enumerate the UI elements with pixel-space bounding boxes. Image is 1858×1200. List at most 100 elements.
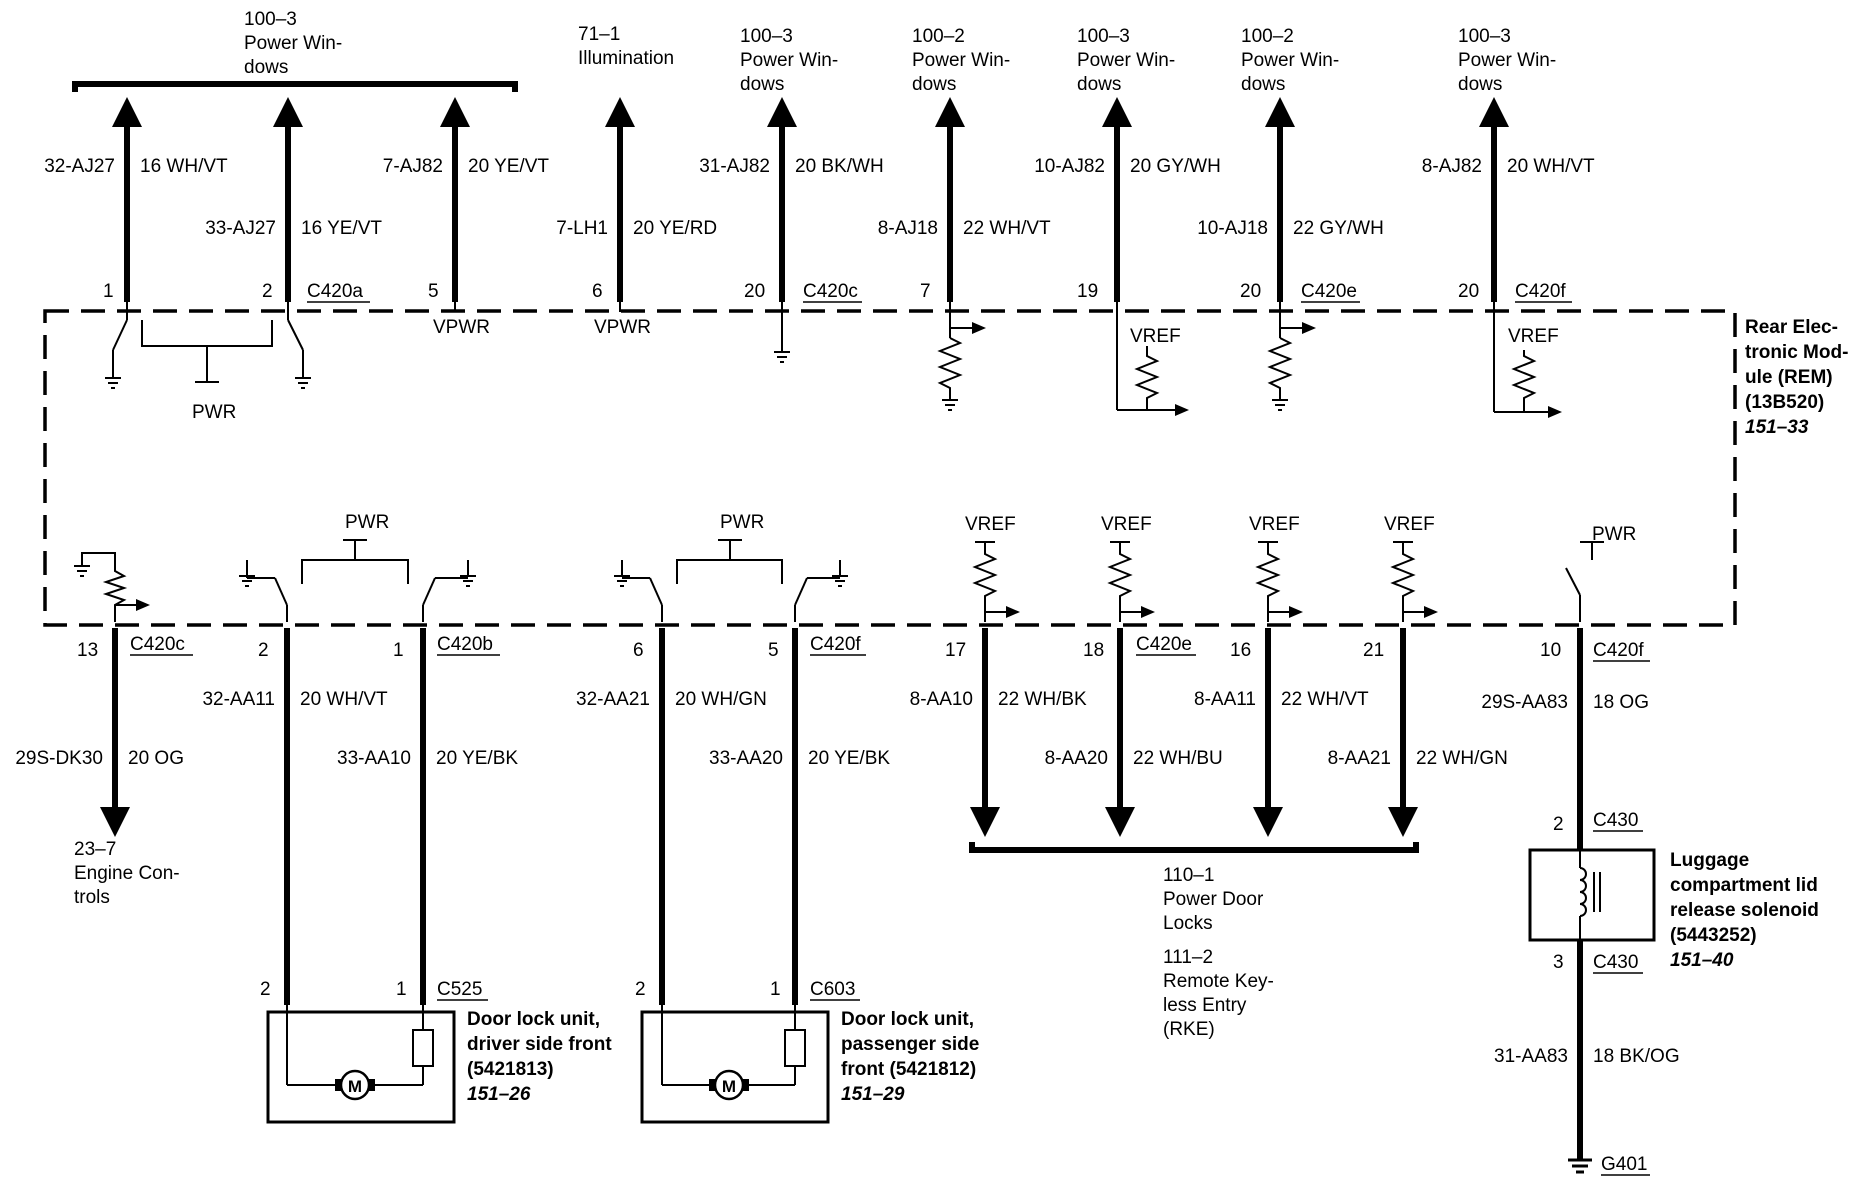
door-locks-destination: 110–1 Power Door Locks 111–2 Remote Key-… <box>1163 865 1274 1040</box>
top-destination-power-windows-2: 100–3 Power Win- dows <box>740 26 838 95</box>
svg-text:C420a: C420a <box>307 281 363 302</box>
top-destination-power-windows-1: 100–3 Power Win- dows <box>244 9 342 78</box>
top-pwr-label: PWR <box>192 402 236 423</box>
top-wire-10-AJ18: 10-AJ18 22 GY/WH 20 C420e <box>1197 97 1384 303</box>
svg-text:100–3: 100–3 <box>740 26 793 47</box>
svg-text:ule (REM): ule (REM) <box>1745 367 1833 388</box>
top-wire-8-AJ18: 8-AJ18 22 WH/VT 7 <box>878 97 1051 302</box>
svg-text:8-AJ82: 8-AJ82 <box>1422 156 1482 177</box>
svg-text:Luggage: Luggage <box>1670 850 1749 871</box>
top-wire-8-AJ82: 8-AJ82 20 WH/VT 20 C420f <box>1422 97 1595 303</box>
svg-text:dows: dows <box>1077 74 1121 95</box>
luggage-release-solenoid-label: Luggage compartment lid release solenoid… <box>1670 850 1819 971</box>
svg-text:20: 20 <box>744 281 765 302</box>
bottom-wire-8-AA10: 17 8-AA10 22 WH/BK <box>910 628 1087 837</box>
svg-text:C420f: C420f <box>1515 281 1566 302</box>
svg-text:20 WH/VT: 20 WH/VT <box>1507 156 1595 177</box>
svg-text:Rear Elec-: Rear Elec- <box>1745 317 1838 338</box>
top-wire-31-AJ82: 31-AJ82 20 BK/WH 20 C420c <box>699 97 884 303</box>
bottom-vref-label-3: VREF <box>1249 514 1300 535</box>
top-internal-circuitry <box>105 302 1562 418</box>
svg-text:2: 2 <box>260 979 271 1000</box>
svg-text:16: 16 <box>1230 640 1251 661</box>
svg-text:22 WH/GN: 22 WH/GN <box>1416 748 1508 769</box>
svg-text:Illumination: Illumination <box>578 48 674 69</box>
svg-text:21: 21 <box>1363 640 1384 661</box>
bottom-vref-label-1: VREF <box>965 514 1016 535</box>
svg-text:7-AJ82: 7-AJ82 <box>383 156 443 177</box>
svg-text:dows: dows <box>1241 74 1285 95</box>
svg-text:8-AA10: 8-AA10 <box>910 689 973 710</box>
bottom-wire-32-AA11: 2 32-AA11 20 WH/VT 2 <box>202 628 388 1005</box>
svg-text:23–7: 23–7 <box>74 839 116 860</box>
svg-text:C420f: C420f <box>1593 640 1644 661</box>
svg-text:compartment lid: compartment lid <box>1670 875 1818 896</box>
svg-text:6: 6 <box>592 281 603 302</box>
svg-text:7-LH1: 7-LH1 <box>556 218 608 239</box>
svg-text:VPWR: VPWR <box>433 317 490 338</box>
driver-door-lock-motor-icon: M <box>335 1069 375 1101</box>
svg-text:20 YE/VT: 20 YE/VT <box>468 156 549 177</box>
svg-text:20: 20 <box>1458 281 1479 302</box>
top-brace-power-windows <box>72 81 518 92</box>
svg-text:3: 3 <box>1553 952 1564 973</box>
door-lock-unit-driver: M <box>266 1005 456 1124</box>
bottom-pwr-label-3: PWR <box>1592 524 1636 545</box>
svg-text:22 WH/BU: 22 WH/BU <box>1133 748 1223 769</box>
svg-text:C430: C430 <box>1593 810 1638 831</box>
svg-text:Door lock unit,: Door lock unit, <box>467 1009 600 1030</box>
svg-text:22 WH/VT: 22 WH/VT <box>963 218 1051 239</box>
svg-text:33-AA10: 33-AA10 <box>337 748 411 769</box>
door-lock-unit-driver-label: Door lock unit, driver side front (54218… <box>467 1009 612 1105</box>
svg-text:8-AA20: 8-AA20 <box>1045 748 1108 769</box>
svg-text:7: 7 <box>920 281 931 302</box>
rem-module-boundary <box>43 309 1737 627</box>
svg-text:33-AJ27: 33-AJ27 <box>205 218 276 239</box>
svg-text:32-AJ27: 32-AJ27 <box>44 156 115 177</box>
ground-g401-icon <box>1568 1158 1592 1174</box>
svg-text:100–3: 100–3 <box>244 9 297 30</box>
svg-text:20 YE/BK: 20 YE/BK <box>808 748 890 769</box>
svg-text:dows: dows <box>244 57 288 78</box>
svg-text:20 WH/VT: 20 WH/VT <box>300 689 388 710</box>
svg-text:C420c: C420c <box>130 634 185 655</box>
svg-text:8-AA21: 8-AA21 <box>1328 748 1391 769</box>
svg-text:17: 17 <box>945 640 966 661</box>
svg-text:20 YE/RD: 20 YE/RD <box>633 218 717 239</box>
svg-text:Power Win-: Power Win- <box>1458 50 1556 71</box>
svg-text:1: 1 <box>770 979 781 1000</box>
bottom-wire-29S-DK30: 13 C420c 29S-DK30 20 OG <box>15 628 193 837</box>
bottom-wire-33-AA20: 5 C420f 33-AA20 20 YE/BK 1 C603 <box>709 628 890 1005</box>
svg-text:151–29: 151–29 <box>841 1084 905 1105</box>
svg-text:20 WH/GN: 20 WH/GN <box>675 689 767 710</box>
svg-text:13: 13 <box>77 640 98 661</box>
svg-text:29S-AA83: 29S-AA83 <box>1481 692 1568 713</box>
svg-text:dows: dows <box>912 74 956 95</box>
svg-text:less Entry: less Entry <box>1163 995 1247 1016</box>
svg-text:29S-DK30: 29S-DK30 <box>15 748 103 769</box>
door-lock-unit-passenger: M <box>640 1005 830 1124</box>
svg-text:M: M <box>722 1077 736 1096</box>
bottom-wire-29S-AA83: 10 C420f 29S-AA83 18 OG 2 C430 <box>1481 628 1650 850</box>
svg-text:dows: dows <box>740 74 784 95</box>
svg-text:tronic Mod-: tronic Mod- <box>1745 342 1848 363</box>
svg-text:Power Win-: Power Win- <box>912 50 1010 71</box>
svg-text:C420e: C420e <box>1301 281 1357 302</box>
svg-text:20 OG: 20 OG <box>128 748 184 769</box>
bottom-pwr-label-1: PWR <box>345 512 389 533</box>
svg-text:2: 2 <box>635 979 646 1000</box>
svg-text:100–3: 100–3 <box>1458 26 1511 47</box>
svg-text:111–2: 111–2 <box>1163 947 1213 968</box>
svg-text:8-AJ18: 8-AJ18 <box>878 218 938 239</box>
bottom-vref-label-2: VREF <box>1101 514 1152 535</box>
bottom-wire-8-AA11: 16 8-AA11 22 WH/VT <box>1194 628 1369 837</box>
svg-text:trols: trols <box>74 887 110 908</box>
svg-text:2: 2 <box>1553 814 1564 835</box>
passenger-door-lock-motor-icon: M <box>709 1069 749 1101</box>
svg-text:5: 5 <box>768 640 779 661</box>
bottom-brace-door-locks <box>969 842 1419 853</box>
svg-text:10: 10 <box>1540 640 1561 661</box>
top-destination-power-windows-6: 100–3 Power Win- dows <box>1458 26 1556 95</box>
bottom-wire-32-AA21: 6 32-AA21 20 WH/GN 2 <box>576 628 767 1005</box>
svg-text:(5443252): (5443252) <box>1670 925 1757 946</box>
